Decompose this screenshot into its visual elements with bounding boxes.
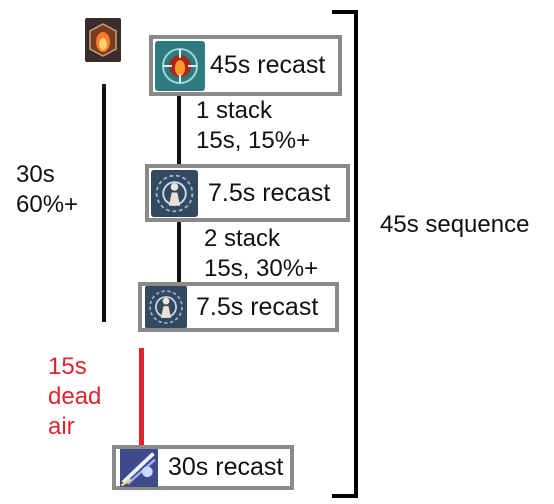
stack-2-count: 2 stack xyxy=(204,225,281,252)
stack-note-2: 2 stack 15s, 30%+ xyxy=(204,224,318,284)
connector-line-1 xyxy=(177,94,181,164)
buff-duration: 30s xyxy=(16,161,55,188)
skill-4-recast-label: 30s recast xyxy=(168,453,284,481)
blue-target-skill-icon xyxy=(151,169,198,217)
dead-air-word-1: dead xyxy=(48,383,102,410)
stack-2-effect: 15s, 30%+ xyxy=(204,255,319,282)
fire-eye-skill-icon xyxy=(155,40,205,91)
stack-note-1: 1 stack 15s, 15%+ xyxy=(196,96,310,156)
blue-target-skill-icon xyxy=(144,286,188,328)
skill-box-4: 30s recast xyxy=(112,445,294,490)
skill-1-recast-label: 45s recast xyxy=(210,51,326,79)
dead-air-note: 15s dead air xyxy=(48,352,101,442)
skill-box-2: 7.5s recast xyxy=(145,164,350,222)
dead-air-line xyxy=(139,348,144,448)
buff-window-line xyxy=(102,84,106,322)
skill-3-recast-label: 7.5s recast xyxy=(196,292,319,321)
sequence-bracket xyxy=(330,10,360,498)
skill-box-1: 45s recast xyxy=(149,35,342,96)
dash-slash-skill-icon xyxy=(118,448,160,487)
stack-1-effect: 15s, 15%+ xyxy=(196,127,311,154)
dead-air-word-2: air xyxy=(48,413,75,440)
dead-air-duration: 15s xyxy=(48,353,87,380)
sequence-label: 45s sequence xyxy=(380,211,530,238)
connector-line-2 xyxy=(177,220,181,286)
buff-percent: 60%+ xyxy=(16,191,79,218)
fire-cube-icon xyxy=(85,18,121,62)
buff-duration-note: 30s 60%+ xyxy=(16,160,78,220)
skill-2-recast-label: 7.5s recast xyxy=(208,178,331,207)
skill-box-3: 7.5s recast xyxy=(138,282,339,332)
stack-1-count: 1 stack xyxy=(196,97,273,124)
